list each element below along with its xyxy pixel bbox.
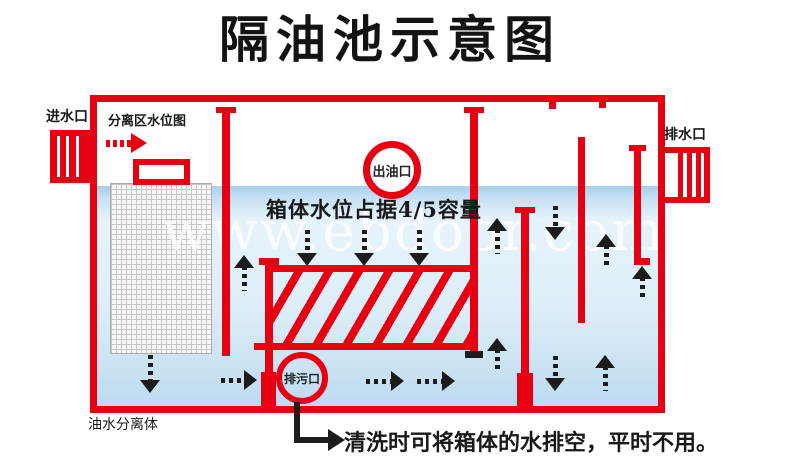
inlet-grate-bottom: [50, 177, 92, 183]
outlet-grate-bottom: [665, 197, 710, 203]
flow-arrow-up-icon: [595, 355, 615, 391]
oil-outlet-label: 出油口: [372, 164, 412, 180]
flow-arrow-down-icon: [140, 355, 160, 393]
outlet-pipe-foot: [634, 258, 650, 265]
inlet-flow-arrow-icon: [106, 132, 148, 154]
standpipe: [521, 207, 529, 407]
outlet-grate-end: [704, 147, 710, 203]
flow-arrow-down-icon: [545, 206, 565, 240]
center-baffle: [470, 107, 478, 357]
separator-hatch-stripes: [273, 272, 470, 343]
oil-outlet-circle: 出油口: [363, 141, 421, 199]
flow-arrow-right-icon: [417, 371, 455, 391]
drain-note-arrowhead-icon: [328, 429, 345, 451]
flow-arrow-up-icon: [234, 255, 254, 291]
outlet-baffle: [578, 137, 585, 323]
flow-arrow-down-icon: [354, 230, 374, 266]
drain-outlet-circle: 排污口: [276, 352, 328, 404]
inlet-grate-bar: [69, 134, 76, 180]
drain-note-arrow-run: [294, 437, 330, 443]
oil-collection-box: [133, 159, 190, 185]
inlet-grate-end: [50, 130, 57, 183]
outlet-grate-bar: [678, 147, 683, 200]
flow-arrow-down-icon: [297, 230, 317, 266]
hatch-top-rail: [265, 265, 478, 272]
drain-outlet-label: 排污口: [283, 371, 320, 386]
inlet-label: 进水口: [46, 109, 88, 125]
hatch-left-post: [265, 258, 273, 372]
drain-note-arrow-stem: [294, 402, 300, 443]
hanger-tick: [599, 102, 606, 108]
flow-arrow-up-icon: [596, 234, 616, 267]
drain-note: 清洗时可将箱体的水排空，平时不用。: [344, 431, 719, 456]
filter-mesh: [110, 183, 212, 354]
outlet-label: 排水口: [664, 127, 706, 143]
inlet-grate-bar: [79, 130, 91, 183]
baffle-foot: [465, 351, 483, 358]
hatch-bottom-rail: [254, 343, 478, 350]
flow-arrow-down-icon: [409, 230, 429, 266]
separator-body-label: 油水分离体: [88, 417, 158, 433]
drain-down-pipe: [261, 372, 276, 406]
flow-arrow-up-icon: [632, 266, 652, 300]
inlet-grate-bar: [60, 134, 66, 180]
partition-baffle: [222, 107, 230, 356]
outlet-grate-bar: [696, 147, 701, 200]
separation-zone-label: 分离区水位图: [108, 114, 187, 129]
outlet-pipe: [634, 145, 641, 264]
page-title: 隔油池示意图: [219, 10, 561, 69]
tank-outline: [90, 95, 665, 413]
water-level-label: 箱体水位占据4/5容量: [266, 197, 482, 222]
outlet-grate-bar: [687, 147, 692, 200]
standpipe-base: [517, 373, 533, 406]
flow-arrow-up-icon: [487, 338, 507, 373]
flow-arrow-down-icon: [545, 356, 565, 391]
flow-arrow-right-icon: [366, 371, 404, 391]
flow-arrow-right-icon: [221, 370, 257, 390]
inlet-grate-top: [50, 130, 92, 136]
flow-arrow-up-icon: [487, 218, 507, 254]
hanger-tick: [549, 102, 556, 109]
